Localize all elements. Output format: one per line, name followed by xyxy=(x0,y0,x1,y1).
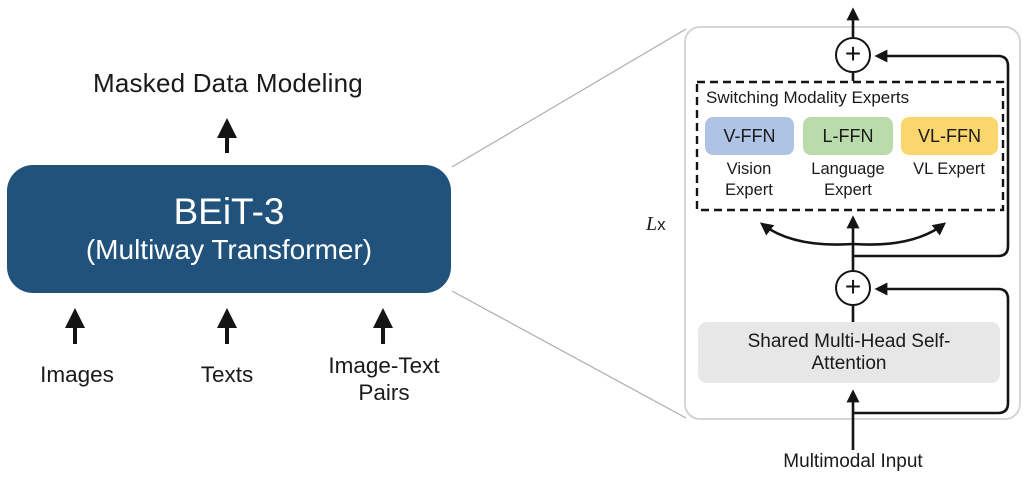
layer-repeat-factor: L xyxy=(646,213,658,235)
shared-self-attention-box: Shared Multi-Head Self-Attention xyxy=(698,322,1000,383)
shared-self-attention-label: Shared Multi-Head Self-Attention xyxy=(747,331,951,374)
v-ffn-label: V-FFN xyxy=(723,125,776,146)
attention-residual-add-icon: + xyxy=(835,270,871,306)
layer-repeat-times: x xyxy=(657,215,666,234)
input-label-images: Images xyxy=(40,362,114,387)
input-label-texts: Texts xyxy=(200,362,254,387)
v-ffn-box: V-FFN xyxy=(705,117,794,155)
language-expert-label: Language Expert xyxy=(811,160,885,199)
vl-expert-label: VL Expert xyxy=(913,160,985,178)
pretraining-objective-label: Masked Data Modeling xyxy=(93,68,363,98)
l-ffn-label: L-FFN xyxy=(822,125,874,146)
model-box: BEiT-3 (Multiway Transformer) xyxy=(7,165,451,293)
input-label-image-text-pairs: Image-Text Pairs xyxy=(328,353,440,406)
zoom-connector-top-line xyxy=(451,28,687,168)
vl-ffn-label: VL-FFN xyxy=(918,125,981,146)
experts-residual-add-icon: + xyxy=(835,37,871,73)
layer-repeat-label: Lx xyxy=(646,213,666,236)
multimodal-input-label: Multimodal Input xyxy=(783,451,923,472)
l-ffn-box: L-FFN xyxy=(803,117,893,155)
model-architecture: (Multiway Transformer) xyxy=(85,234,373,266)
switching-modality-experts-title: Switching Modality Experts xyxy=(706,88,910,107)
zoom-connector-bottom-line xyxy=(451,290,687,419)
vl-ffn-box: VL-FFN xyxy=(901,117,998,155)
model-name: BEiT-3 xyxy=(173,190,285,232)
vision-expert-label: Vision Expert xyxy=(725,160,773,199)
